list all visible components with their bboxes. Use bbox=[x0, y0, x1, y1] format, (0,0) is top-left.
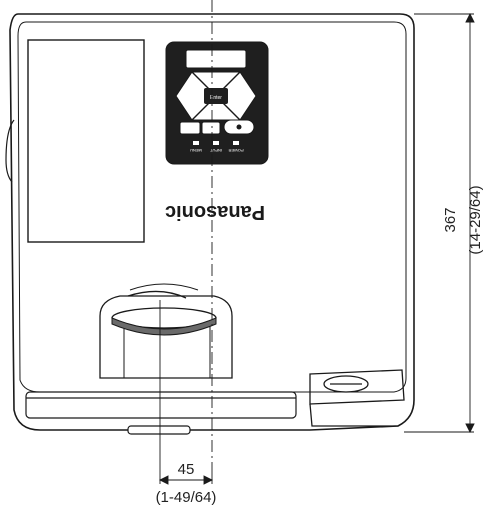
lens-inner-curve bbox=[129, 283, 199, 291]
height-dimension bbox=[404, 12, 475, 434]
height-dimension-in: (14-29/64) bbox=[467, 185, 484, 254]
offset-dimension bbox=[158, 300, 214, 485]
focus-ring bbox=[111, 317, 217, 336]
power-button-label: POWER bbox=[228, 148, 243, 153]
ir-sensor bbox=[309, 369, 405, 427]
offset-dimension-mm: 45 bbox=[178, 461, 195, 478]
height-dimension-mm: 367 bbox=[442, 207, 459, 232]
panasonic-logo: Panasonic bbox=[165, 201, 265, 223]
front-bezel bbox=[25, 391, 297, 435]
input-button[interactable] bbox=[201, 121, 221, 135]
offset-dimension-in: (1-49/64) bbox=[156, 489, 217, 506]
menu-button-label: MENU bbox=[190, 148, 202, 153]
direction-pad[interactable] bbox=[175, 71, 257, 121]
lamp-cover bbox=[27, 39, 145, 243]
enter-button-label: Enter bbox=[210, 95, 222, 101]
control-panel: Enter MENU INPUT POWER bbox=[165, 41, 269, 165]
input-button-label: INPUT bbox=[209, 148, 222, 153]
menu-button[interactable] bbox=[179, 121, 201, 135]
